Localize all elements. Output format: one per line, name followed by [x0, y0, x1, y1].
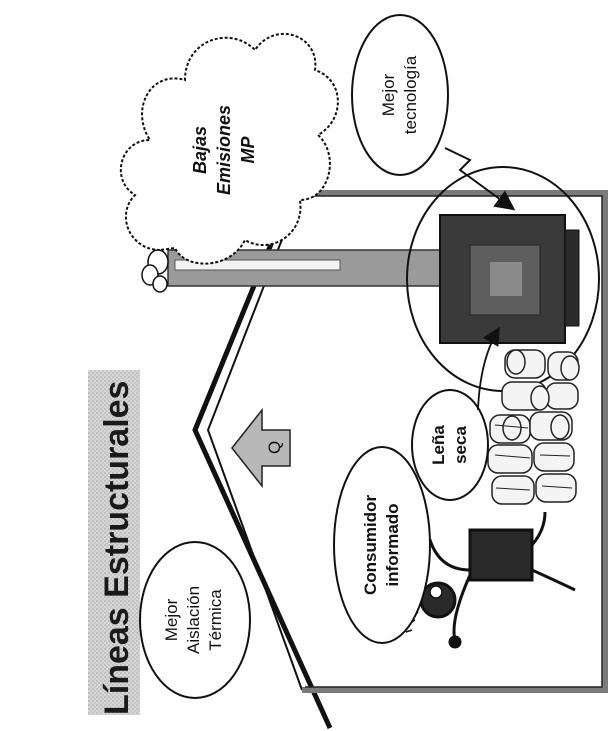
log [535, 473, 577, 503]
bubble-firewood-line1: Leña [429, 425, 448, 465]
person-body [468, 528, 534, 582]
log-end [560, 355, 580, 381]
wall-outline [300, 190, 608, 693]
bubble-insulation-outline [139, 541, 251, 699]
heat-arrow-shape [231, 407, 291, 489]
log [533, 442, 575, 472]
wall-outline-inner [303, 195, 603, 688]
wood-grain [494, 424, 573, 491]
person-leg-left [530, 511, 547, 546]
log-end [506, 349, 526, 375]
bubble-insulation-line1: Mejor [162, 598, 181, 641]
log [545, 382, 579, 410]
heat-arrow: Q [231, 407, 291, 489]
bubble-consumer-line1: Consumidor [361, 495, 380, 595]
chimney [167, 249, 464, 287]
bubble-insulation-line2: Aislación [184, 586, 203, 654]
heat-arrow-label: Q [265, 441, 284, 454]
chimney-highlight [174, 259, 341, 271]
log-end [550, 414, 570, 440]
bubble-insulation-line3: Térmica [206, 589, 225, 651]
firewood-pile [487, 349, 580, 505]
firewood-to-stove-arrow [477, 326, 500, 411]
emissions-cloud: Bajas Emisiones MP [119, 32, 339, 293]
title-group: Líneas Estructurales [88, 370, 140, 715]
cloud-line2: Emisiones [214, 105, 234, 195]
bubble-insulation: Mejor Aislación Térmica [139, 541, 251, 699]
stove-fire-glow [490, 262, 522, 296]
bubble-consumer: Consumidor informado [333, 446, 431, 644]
person-arm-left [425, 538, 471, 572]
bubble-consumer-outline [333, 446, 431, 644]
bubble-technology-line2: tecnología [401, 55, 420, 134]
stove-top-detail [564, 229, 580, 327]
cloud-line1: Bajas [190, 126, 210, 174]
log-end [502, 415, 522, 441]
person-face [429, 585, 443, 599]
bubble-firewood-line2: seca [451, 426, 470, 464]
smoke-puff [152, 275, 168, 293]
bubble-technology-line1: Mejor [379, 73, 398, 116]
bubble-consumer-line2: informado [383, 503, 402, 586]
log [487, 444, 533, 474]
person-hand [448, 635, 462, 649]
cloud-outline [119, 32, 339, 265]
person-arm-right [452, 574, 472, 641]
bubble-firewood: Leña seca [411, 389, 489, 501]
page-title: Líneas Estructurales [98, 381, 136, 715]
bubble-technology: Mejor tecnología [351, 14, 449, 176]
log [491, 475, 535, 505]
log-end [530, 385, 550, 411]
bubble-firewood-outline [411, 389, 489, 501]
technology-lightning-arrow [444, 147, 516, 211]
person-leg-right [531, 568, 576, 592]
title-band [88, 370, 140, 715]
bubble-technology-outline [351, 14, 449, 176]
house-walls [300, 190, 608, 693]
cloud-line3: MP [238, 136, 258, 164]
stove [439, 214, 580, 344]
person-figure [405, 511, 576, 649]
